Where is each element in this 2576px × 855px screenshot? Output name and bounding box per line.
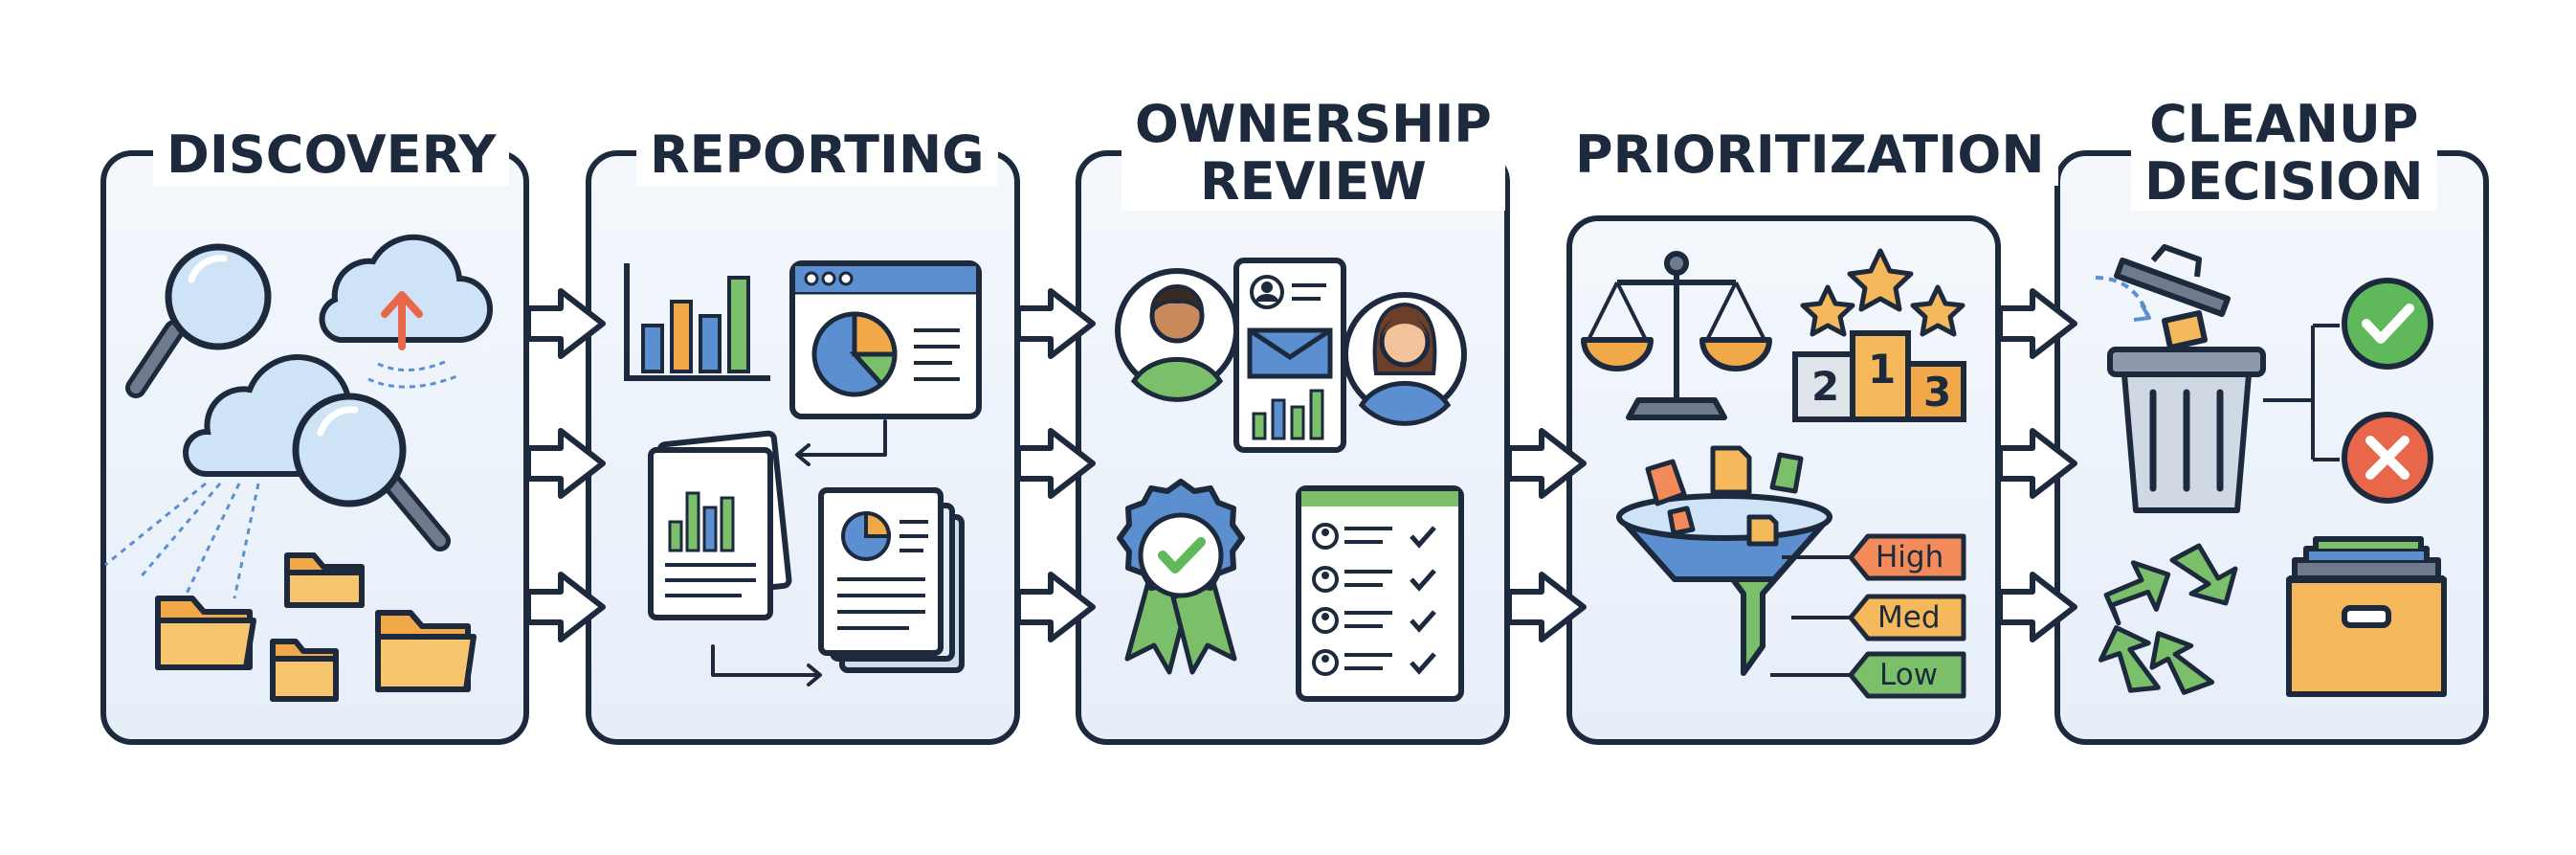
podium-number-third: 3 [1923, 369, 1952, 416]
arrow-2a [1015, 288, 1096, 359]
folder-icon [155, 552, 477, 702]
check-circle-icon [2342, 278, 2433, 370]
stage-title-ownership-review: OWNERSHIP REVIEW [1121, 96, 1505, 211]
stage-title-line: PRIORITIZATION [1575, 124, 2045, 185]
stage-title-line: REVIEW [1200, 151, 1427, 212]
podium-number-second: 2 [1811, 363, 1840, 410]
recycle-icon [2098, 543, 2238, 695]
priority-tag-low [1848, 651, 1966, 699]
magnifier-icon [125, 243, 272, 398]
arrow-1c [525, 572, 606, 642]
trash-bin-icon [2107, 347, 2266, 513]
bar-chart-icon [624, 263, 770, 381]
podium-number-first: 1 [1868, 346, 1897, 393]
stage-title-line: REPORTING [650, 124, 985, 185]
stacked-report-icon [818, 487, 965, 673]
report-document-icon [648, 430, 792, 620]
stage-title-cleanup-decision: CLEANUP DECISION [2131, 96, 2437, 211]
arrow-4b [1997, 428, 2077, 499]
profile-card-icon [1233, 258, 1346, 453]
podium-icon [1792, 330, 1966, 422]
arrow-3a [1506, 428, 1587, 499]
stage-title-line: DISCOVERY [167, 124, 497, 185]
stage-title-reporting: REPORTING [636, 124, 998, 186]
stage-title-line: OWNERSHIP [1135, 94, 1492, 154]
arrow-3b [1506, 572, 1587, 642]
cloud-upload-icon [319, 234, 493, 389]
person-avatar-male-icon [1115, 268, 1239, 402]
approval-badge-icon [1117, 479, 1245, 675]
priority-label-med: Med [1877, 600, 1941, 635]
priority-tag-med [1848, 594, 1966, 641]
archive-box-icon [2286, 536, 2447, 697]
stage-title-line: CLEANUP [2149, 94, 2419, 154]
stage-title-prioritization: PRIORITIZATION [1562, 124, 2058, 186]
balance-scale-icon [1581, 251, 1772, 420]
flow-arrow-icon [711, 419, 887, 686]
data-stream-lines [104, 482, 260, 599]
person-avatar-female-icon [1343, 292, 1467, 426]
stage-title-discovery: DISCOVERY [153, 124, 510, 186]
arrow-1b [525, 428, 606, 499]
magnifier-large-icon [292, 393, 451, 551]
arrow-4a [1997, 288, 2077, 359]
arrow-4c [1997, 572, 2077, 642]
arrow-1a [525, 288, 606, 359]
flying-lid-icon [2095, 244, 2231, 350]
checklist-icon [1296, 485, 1464, 702]
decision-branch-lines [2263, 324, 2340, 461]
arrow-2c [1015, 572, 1096, 642]
priority-label-low: Low [1879, 658, 1939, 692]
arrow-2b [1015, 428, 1096, 499]
star-ranking-icon [1800, 248, 1965, 337]
cross-circle-icon [2342, 412, 2433, 504]
dashboard-window-icon [789, 260, 982, 419]
priority-tag-high [1848, 533, 1966, 581]
stage-title-line: DECISION [2144, 151, 2424, 212]
priority-label-high: High [1876, 540, 1944, 574]
falling-files-icon [1645, 445, 1804, 547]
priority-tags [1770, 533, 1966, 699]
